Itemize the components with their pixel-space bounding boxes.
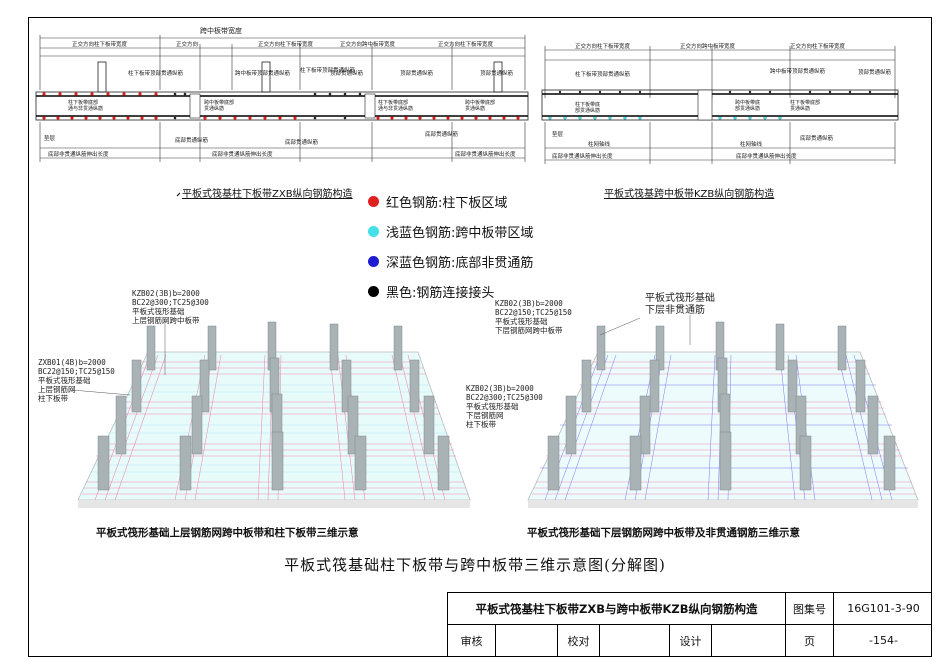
- bottom-label: 底部非贯通纵筋伸出长度: [552, 152, 613, 160]
- inner-label: 跨中板带底部贯通纵筋: [735, 99, 760, 112]
- rebar-label: 顶部贯通纵筋: [480, 69, 514, 77]
- bottom-label: 底部贯通纵筋: [285, 138, 319, 146]
- bottom-label: 底部非贯通纵筋伸出长度: [455, 150, 516, 158]
- noncontinuous-label: 平板式筏形基础 下层非贯通筋: [645, 293, 715, 316]
- legend-item-red: 红色钢筋:柱下板区域: [368, 186, 628, 216]
- review-label: 审核: [448, 625, 496, 656]
- rebar-label: 柱下板带顶部贯通纵筋: [575, 70, 631, 78]
- legend-label: 深蓝色钢筋:底部非贯通筋: [386, 255, 534, 271]
- inner-label: 跨中板带底部贯通纵筋: [465, 99, 495, 112]
- rebar-label: 柱下板带顶部贯通纵筋: [300, 66, 356, 74]
- zxb-upper-label: ZXB01(4B)b=2000 BC22@150;TC25@150 平板式筏形基…: [38, 358, 115, 403]
- zxb-section-diagram: 跨中板带宽度 正交方向柱下板带宽度 正交方向 正交方向柱下板带宽度 正交方向跨中…: [35, 26, 529, 197]
- page-number: -154-: [869, 634, 898, 647]
- rebar-label: 柱下板带顶部贯通纵筋: [128, 69, 184, 77]
- atlas-label: 图集号: [786, 593, 834, 624]
- kzb-upper-label: KZB02(3B)b=2000 BC22@300;TC25@300 平板式筏形基…: [132, 289, 209, 325]
- bottom-label: 底部非贯通纵筋伸出长度: [48, 150, 109, 158]
- dim-label: 正交方向跨中板带宽度: [680, 42, 736, 50]
- inner-label: 柱下板带底部通与非贯通纵筋: [68, 99, 103, 112]
- kzb-caption: 平板式筏基跨中板带KZB纵向钢筋构造: [604, 189, 775, 200]
- red-dot-icon: [368, 195, 379, 207]
- bottom-label: 底部非贯通纵筋伸出长度: [212, 150, 273, 158]
- black-dot-icon: [368, 285, 379, 297]
- drawing-title: 平板式筏基柱下板带ZXB与跨中板带KZB纵向钢筋构造: [448, 593, 786, 624]
- rebar-label: 顶部贯通纵筋: [400, 69, 434, 77]
- bottom-label: 垫层: [552, 130, 564, 138]
- dim-label: 正交方向柱下板带宽度: [438, 40, 494, 48]
- inner-label: 跨中板带底部贯通纵筋: [204, 99, 234, 112]
- legend-label: 红色钢筋:柱下板区域: [386, 195, 508, 211]
- bottom-label: 底部贯通纵筋: [425, 130, 459, 138]
- atlas-number: 16G101-3-90: [847, 602, 920, 615]
- blue-dot-icon: [368, 255, 379, 267]
- bottom-label: 底部贯通纵筋: [175, 136, 209, 144]
- kzb-section-diagram: 正交方向柱下板带宽度 正交方向跨中板带宽度 正交方向柱下板带宽度 柱下板带顶部贯…: [541, 42, 899, 164]
- drawing-frame: [28, 17, 932, 657]
- inner-label: 柱下板带底部贯通纵筋: [575, 101, 600, 114]
- bottom-label: 垫层: [44, 134, 56, 142]
- kzb-lower-label: KZB02(3B)b=2000 BC22@150;TC25@150 平板式筏形基…: [495, 299, 572, 335]
- lower-mesh-3d: [527, 315, 919, 508]
- rebar-dots-left: [42, 92, 520, 120]
- legend-item-black: 黑色:钢筋连接接头: [368, 276, 628, 306]
- legend-item-cyan: 浅蓝色钢筋:跨中板带区域: [368, 216, 628, 246]
- check-signature: [600, 625, 670, 656]
- zxb-caption: 平板式筏基柱下板带ZXB纵向钢筋构造: [182, 189, 353, 200]
- color-legend: 红色钢筋:柱下板区域 浅蓝色钢筋:跨中板带区域 深蓝色钢筋:底部非贯通筋 黑色:…: [368, 186, 628, 306]
- check-label: 校对: [558, 625, 600, 656]
- rebar-label: 顶部贯通纵筋: [858, 68, 892, 76]
- lower-mesh-caption: 平板式筏形基础下层钢筋网跨中板带及非贯通钢筋三维示意: [527, 527, 800, 539]
- design-label: 设计: [670, 625, 712, 656]
- page-title: 平板式筏基础柱下板带与跨中板带三维示意图(分解图): [284, 556, 666, 574]
- signature-row: 审核 校对 设计 页 -154-: [448, 625, 932, 656]
- bottom-label: 底部贯通纵筋: [800, 134, 834, 142]
- zxb-lower-label: KZB02(3B)b=2000 BC22@300;TC25@300 平板式筏形基…: [466, 384, 543, 429]
- inner-label: 柱下板带底部贯通纵筋: [790, 99, 820, 112]
- cyan-dot-icon: [368, 225, 379, 237]
- bottom-label: 柱网轴线: [740, 140, 763, 148]
- rebar-label: 顶部贯通纵筋: [330, 69, 364, 77]
- dim-label: 正交方向柱下板带宽度: [72, 40, 128, 48]
- title-block: 平板式筏基柱下板带ZXB与跨中板带KZB纵向钢筋构造 图集号 16G101-3-…: [447, 592, 932, 657]
- dim-label: 正交方向柱下板带宽度: [575, 42, 631, 50]
- dim-label: 正交方向柱下板带宽度: [258, 40, 314, 48]
- top-dimension-label: 跨中板带宽度: [200, 26, 242, 35]
- dim-label: 正交方向: [176, 40, 198, 48]
- page-label: 页: [786, 625, 834, 656]
- bottom-label: 底部非贯通纵筋伸出长度: [736, 152, 797, 160]
- legend-label: 浅蓝色钢筋:跨中板带区域: [386, 225, 534, 241]
- review-signature: [496, 625, 558, 656]
- design-signature: [712, 625, 786, 656]
- upper-mesh-3d: [71, 318, 471, 508]
- inner-label: 柱下板带底部通与非贯通纵筋: [378, 99, 413, 112]
- legend-item-blue: 深蓝色钢筋:底部非贯通筋: [368, 246, 628, 276]
- title-row: 平板式筏基柱下板带ZXB与跨中板带KZB纵向钢筋构造 图集号 16G101-3-…: [448, 593, 932, 625]
- legend-label: 黑色:钢筋连接接头: [386, 285, 495, 301]
- dim-label: 正交方向跨中板带宽度: [340, 40, 396, 48]
- rebar-label: 跨中板带顶部贯通纵筋: [770, 67, 826, 75]
- upper-mesh-caption: 平板式筏形基础上层钢筋网跨中板带和柱下板带三维示意: [96, 527, 359, 539]
- rebar-label: 跨中板带顶部贯通纵筋: [235, 69, 291, 77]
- dim-label: 正交方向柱下板带宽度: [790, 42, 846, 50]
- bottom-label: 柱网轴线: [588, 140, 611, 148]
